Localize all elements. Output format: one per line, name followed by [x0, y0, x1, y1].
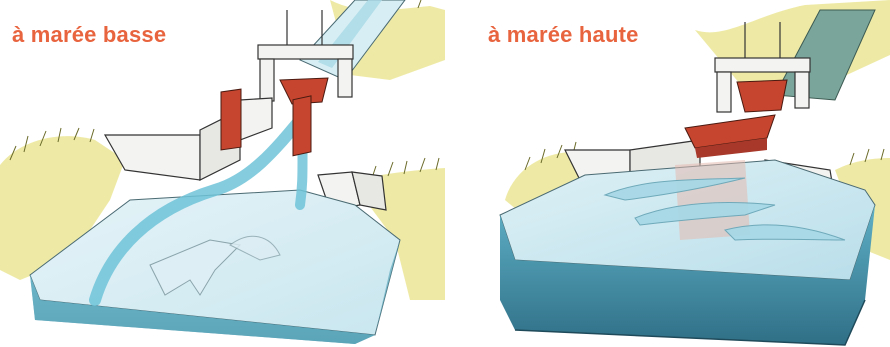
- panel-title: à marée haute: [488, 22, 639, 48]
- panel-low-tide: à marée basse: [0, 0, 445, 347]
- panel-high-tide: à marée haute: [445, 0, 890, 347]
- high-tide-illustration: [445, 0, 890, 347]
- panel-title: à marée basse: [12, 22, 166, 48]
- low-tide-illustration: [0, 0, 445, 347]
- sluice-gate-icon: [685, 115, 775, 158]
